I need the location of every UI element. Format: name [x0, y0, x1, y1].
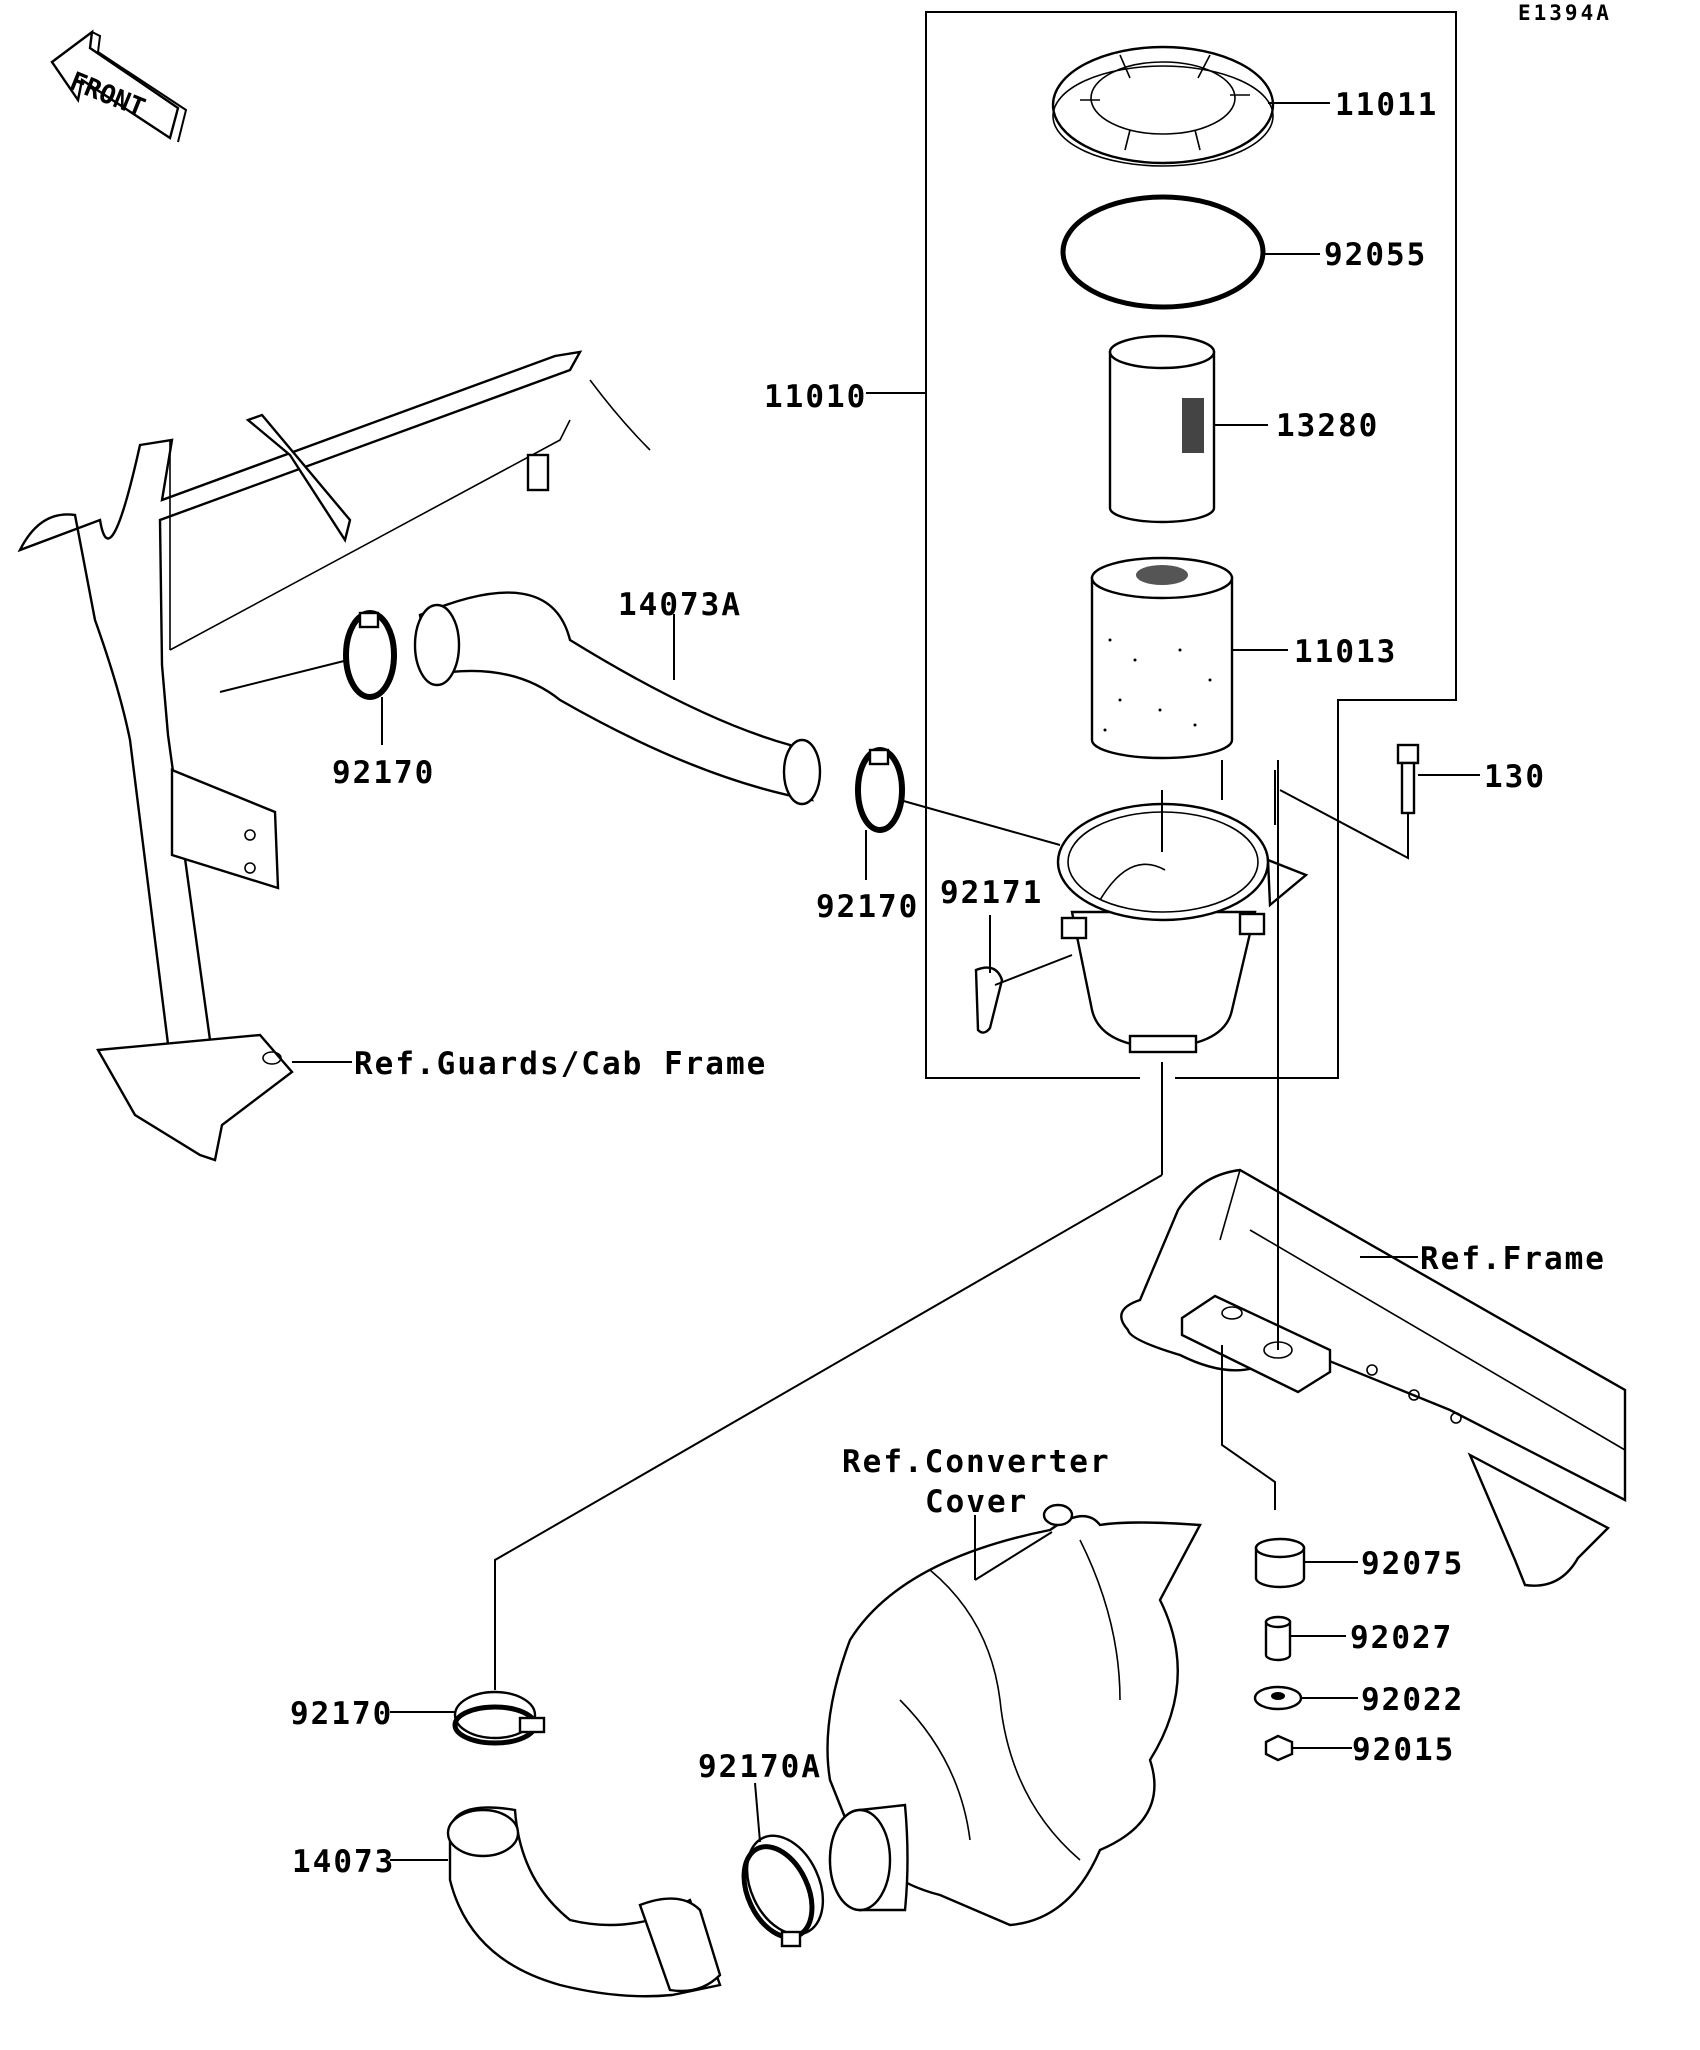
part-label-92170-left: 92170	[332, 755, 435, 791]
reference-frame: Ref.Frame	[1420, 1241, 1606, 1277]
vehicle-frame	[1120, 760, 1627, 1587]
part-label-92170A: 92170A	[698, 1749, 822, 1785]
hose-clamp-92170A	[741, 1782, 825, 1948]
intake-duct-lower	[390, 1806, 722, 1998]
clip	[974, 915, 1073, 1034]
converter-cover	[826, 1503, 1202, 1927]
part-label-130: 130	[1484, 759, 1546, 795]
reference-converter-cover-line1: Ref.Converter	[842, 1444, 1111, 1480]
part-label-11013: 11013	[1294, 634, 1397, 670]
part-label-14073A: 14073A	[618, 587, 742, 623]
front-arrow-icon: FRONT	[50, 29, 188, 143]
o-ring	[1060, 194, 1320, 310]
part-label-92075: 92075	[1361, 1546, 1464, 1582]
reference-guards-cab-frame: Ref.Guards/Cab Frame	[354, 1046, 767, 1082]
hose-clamp-middle	[855, 747, 1061, 880]
washer	[1253, 1685, 1358, 1711]
air-cleaner-cover	[1051, 45, 1330, 167]
part-label-92171: 92171	[940, 875, 1043, 911]
bolt	[1279, 743, 1480, 860]
guards-cab-frame	[17, 350, 651, 1162]
leader-case-to-lower-clamp	[494, 1174, 1163, 1690]
pre-filter	[1108, 334, 1268, 524]
part-label-92170-lower: 92170	[290, 1696, 393, 1732]
intake-duct-upper	[413, 591, 822, 806]
part-label-13280: 13280	[1276, 408, 1379, 444]
part-label-92022: 92022	[1361, 1682, 1464, 1718]
diagram-code: E1394A	[1518, 1, 1612, 25]
filter-element	[1090, 556, 1288, 760]
part-label-11011: 11011	[1335, 87, 1438, 123]
part-label-92170-middle: 92170	[816, 889, 919, 925]
air-cleaner-case	[1056, 760, 1309, 1175]
part-label-92027: 92027	[1350, 1620, 1453, 1656]
hose-clamp-left	[219, 610, 397, 745]
air-cleaner-assembly-bracket	[866, 11, 1457, 1079]
grommet	[1254, 1537, 1358, 1589]
reference-converter-cover-line2: Cover	[925, 1484, 1028, 1520]
hose-clamp-lower	[390, 1690, 546, 1746]
part-label-92015: 92015	[1352, 1732, 1455, 1768]
nut	[1264, 1734, 1352, 1762]
collar	[1264, 1615, 1346, 1662]
part-label-14073: 14073	[292, 1844, 395, 1880]
part-label-92055: 92055	[1324, 237, 1427, 273]
part-label-11010: 11010	[764, 379, 867, 415]
